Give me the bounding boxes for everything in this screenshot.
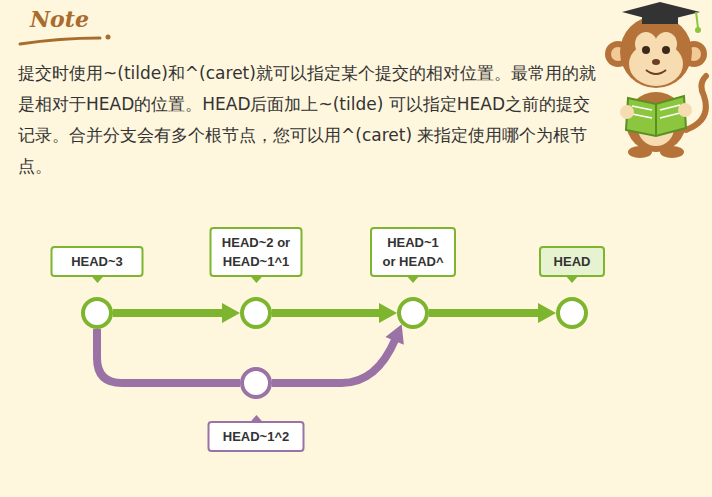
connector-line	[97, 329, 240, 383]
connector	[429, 303, 556, 323]
arrow-head	[538, 303, 556, 323]
note-text: 提交时使用~(tilde)和^(caret)就可以指定某个提交的相对位置。最常用…	[18, 58, 603, 182]
commit-circle: HEAD~3	[81, 297, 113, 329]
arrow-head	[379, 303, 397, 323]
callout-text: HEAD~1 or HEAD^	[382, 233, 444, 271]
callout-box: HEAD~2 or HEAD~1^1	[210, 227, 303, 277]
commit-circle: HEAD~1^2	[240, 367, 272, 399]
connector	[272, 324, 404, 383]
callout-box: HEAD	[539, 246, 605, 277]
connector	[272, 303, 397, 323]
connector-line	[113, 309, 224, 317]
commit-circle: HEAD	[556, 297, 588, 329]
connector-line	[429, 309, 540, 317]
callout-box: HEAD~3	[51, 246, 144, 277]
arrow-head	[385, 324, 403, 344]
callout-box: HEAD~1 or HEAD^	[370, 227, 456, 277]
commit-circle: HEAD~1 or HEAD^	[397, 297, 429, 329]
callout-text: HEAD	[551, 252, 593, 271]
connector-line	[272, 309, 381, 317]
callout-text: HEAD~3	[63, 252, 132, 271]
connector	[97, 329, 240, 383]
callout-text: HEAD~1^2	[220, 427, 293, 446]
connector-line	[272, 339, 395, 383]
underline-dot	[106, 35, 111, 40]
callout-box: HEAD~1^2	[208, 421, 305, 452]
title-underline	[20, 38, 100, 44]
arrow-head	[222, 303, 240, 323]
commit-circle: HEAD~2 or HEAD~1^1	[240, 297, 272, 329]
note-title: Note	[30, 6, 89, 32]
monkey-illustration	[605, 2, 707, 158]
connector	[113, 303, 240, 323]
callout-text: HEAD~2 or HEAD~1^1	[222, 233, 291, 271]
